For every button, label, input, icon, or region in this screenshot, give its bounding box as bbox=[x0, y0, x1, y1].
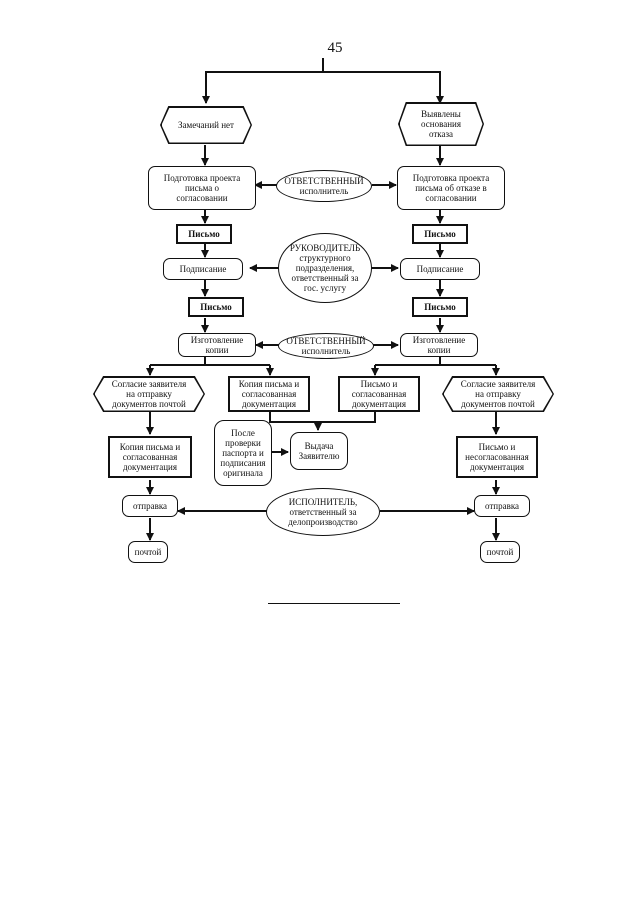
consent-node-1: Согласие заявителя на отправку документо… bbox=[93, 376, 205, 412]
no-remarks-node: Замечаний нет bbox=[160, 106, 252, 144]
consent-label-2: Согласие заявителя на отправку документо… bbox=[443, 377, 553, 411]
mail-node-1: почтой bbox=[128, 541, 168, 563]
consent-node-2: Согласие заявителя на отправку документо… bbox=[442, 376, 554, 412]
letter-node-1: Письмо bbox=[176, 224, 232, 244]
responsible-oval-1: ОТВЕТСТВЕННЫЙ исполнитель bbox=[276, 170, 372, 202]
refusal-grounds-node: Выявлены основания отказа bbox=[398, 102, 484, 146]
prep-refusal-node: Подготовка проекта письма об отказе в со… bbox=[397, 166, 505, 210]
letter-node-3: Письмо bbox=[188, 297, 244, 317]
send-node-2: отправка bbox=[474, 495, 530, 517]
refusal-grounds-label: Выявлены основания отказа bbox=[399, 103, 483, 145]
copy-node-2: Изготовление копии bbox=[400, 333, 478, 357]
no-remarks-label: Замечаний нет bbox=[161, 107, 251, 143]
executor-oval: ИСПОЛНИТЕЛЬ, ответственный за делопроизв… bbox=[266, 488, 380, 536]
head-oval: РУКОВОДИТЕЛЬ структурного подразделения,… bbox=[278, 233, 372, 303]
prep-approval-node: Подготовка проекта письма о согласовании bbox=[148, 166, 256, 210]
issue-node: Выдача Заявителю bbox=[290, 432, 348, 470]
send-node-1: отправка bbox=[122, 495, 178, 517]
page-number: 45 bbox=[327, 40, 343, 56]
letter-node-4: Письмо bbox=[412, 297, 468, 317]
copy-letter-docs-node-2: Копия письма и согласованная документаци… bbox=[108, 436, 192, 478]
mail-node-2: почтой bbox=[480, 541, 520, 563]
letter-docs-node: Письмо и согласованная документация bbox=[338, 376, 420, 412]
letter-unapproved-node: Письмо и несогласованная документация bbox=[456, 436, 538, 478]
letter-node-2: Письмо bbox=[412, 224, 468, 244]
consent-label-1: Согласие заявителя на отправку документо… bbox=[94, 377, 204, 411]
signing-node-2: Подписание bbox=[400, 258, 480, 280]
footnote-rule bbox=[268, 603, 400, 604]
copy-letter-docs-node: Копия письма и согласованная документаци… bbox=[228, 376, 310, 412]
responsible-oval-2: ОТВЕТСТВЕННЫЙ исполнитель bbox=[278, 333, 374, 359]
signing-node-1: Подписание bbox=[163, 258, 243, 280]
copy-node-1: Изготовление копии bbox=[178, 333, 256, 357]
after-check-node: После проверки паспорта и подписания ори… bbox=[214, 420, 272, 486]
